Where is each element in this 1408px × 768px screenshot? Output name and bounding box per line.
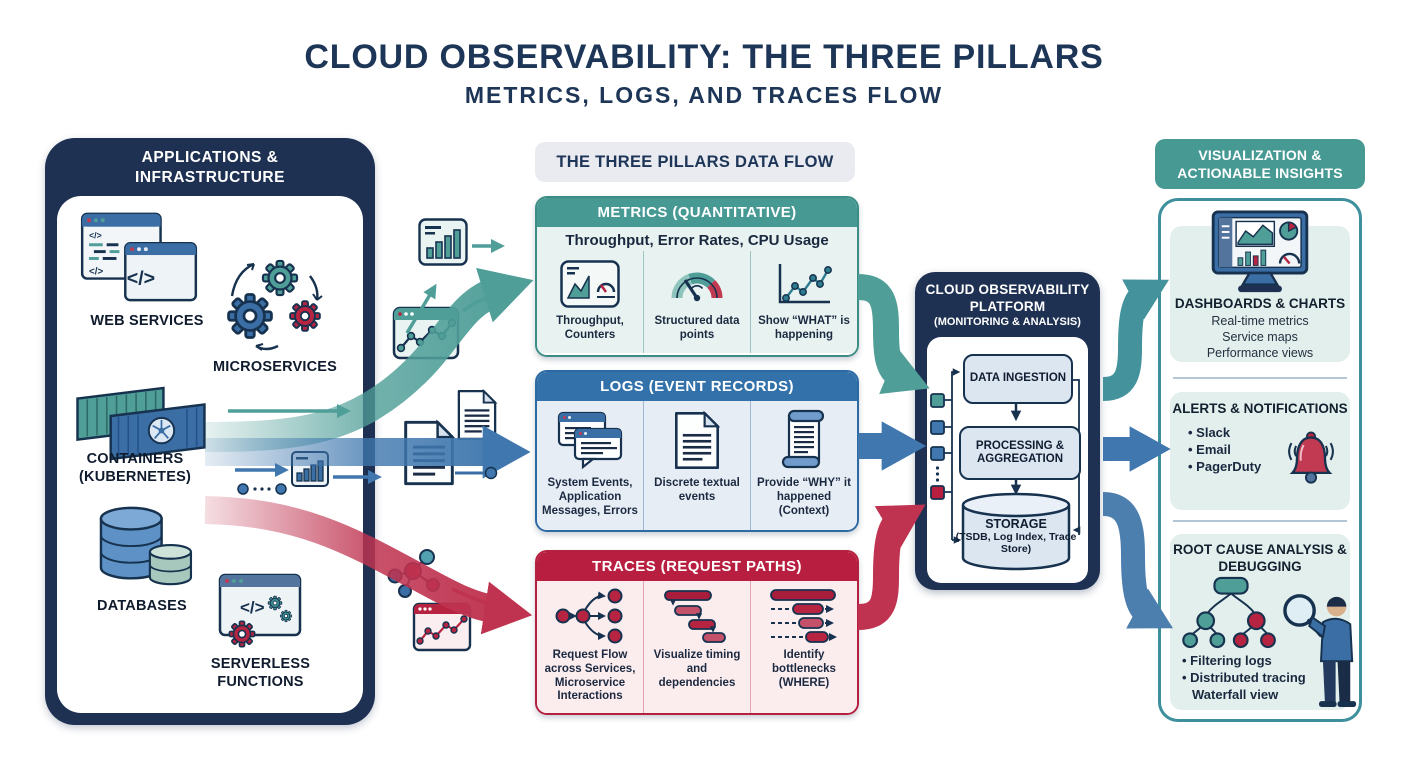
metrics-item-3: Show “WHAT” is happening (758, 315, 850, 341)
platform-subtitle: (MONITORING & ANALYSIS) (934, 316, 1081, 328)
metrics-to-platform-arrow (856, 274, 930, 395)
alerts-bullet-3: PagerDuty (1188, 458, 1350, 475)
platform-to-dashboards-arrow (1102, 279, 1170, 401)
alerts-bullet-1: Slack (1188, 424, 1350, 441)
dashboards-line-1: Real-time metrics (1211, 313, 1309, 328)
platform-to-rootcause-arrow (1101, 492, 1174, 629)
traces-pillar-title: TRACES (REQUEST PATHS) (537, 552, 857, 581)
serverless-functions-icon: </> (212, 572, 307, 652)
insights-divider-1 (1173, 377, 1347, 379)
processing-aggregation-stage: PROCESSING & AGGREGATION (959, 426, 1081, 480)
log-document-icon (402, 418, 456, 488)
metrics-bar-chart-icon (418, 218, 468, 266)
containers-icon (70, 370, 210, 461)
serverless-functions-label: SERVERLESS FUNCTIONS (210, 656, 311, 691)
bottleneck-bars-icon (769, 585, 839, 647)
system-events-icon (557, 405, 623, 475)
page-title: CLOUD OBSERVABILITY: THE THREE PILLARS (304, 38, 1104, 76)
alerts-title: ALERTS & NOTIFICATIONS (1172, 401, 1348, 416)
insights-header: VISUALIZATION & ACTIONABLE INSIGHTS (1155, 139, 1365, 189)
alert-bell-icon (1284, 428, 1338, 488)
root-cause-bullet-1: Filtering logs (1182, 652, 1350, 669)
metrics-line-chart-window-icon (392, 306, 460, 360)
flow-header: THE THREE PILLARS DATA FLOW (535, 142, 855, 182)
insights-divider-2 (1173, 520, 1347, 522)
logs-item-1: System Events, Application Messages, Err… (542, 477, 638, 517)
panel-bar-chart-icon (291, 451, 329, 487)
storage-stage: STORAGE (TSDB, Log Index, Trace Store) (955, 517, 1077, 556)
timing-gantt-icon (663, 585, 731, 647)
root-cause-title: ROOT CAUSE ANALYSIS & DEBUGGING (1173, 542, 1347, 574)
logs-item-2: Discrete textual events (654, 477, 740, 503)
metrics-pillar: METRICS (QUANTITATIVE) Throughput, Error… (535, 196, 859, 357)
traces-item-2: Visualize timing and dependencies (653, 649, 741, 689)
alerts-bullet-2: Email (1188, 441, 1350, 458)
trend-line-icon (774, 255, 834, 313)
microservices-label: MICROSERVICES (213, 359, 337, 375)
metrics-item-2: Structured data points (654, 315, 740, 341)
applications-infrastructure-header: APPLICATIONS & INFRASTRUCTURE (135, 149, 285, 187)
dashboards-title: DASHBOARDS & CHARTS (1174, 296, 1346, 311)
gauge-icon (665, 255, 729, 313)
traces-item-3: Identify bottlenecks (WHERE) (772, 649, 836, 689)
page-subtitle: METRICS, LOGS, AND TRACES FLOW (464, 82, 944, 108)
context-scroll-icon (779, 405, 829, 475)
logs-pillar: LOGS (EVENT RECORDS) (535, 370, 859, 532)
dashboards-line-3: Performance views (1206, 346, 1314, 361)
databases-label: DATABASES (97, 598, 187, 614)
logs-pillar-title: LOGS (EVENT RECORDS) (537, 372, 857, 401)
data-ingestion-stage: DATA INGESTION (963, 354, 1073, 404)
dashboard-monitor-icon (1205, 210, 1315, 296)
logs-item-3: Provide “WHY” it happened (Context) (757, 477, 851, 517)
svg-text:</>: </> (89, 230, 102, 240)
log-document-small-icon (456, 388, 498, 442)
metrics-subtitle: Throughput, Error Rates, CPU Usage (565, 232, 829, 249)
microservices-icon (220, 250, 330, 354)
throughput-counters-icon (560, 255, 620, 313)
svg-text:</>: </> (240, 598, 265, 617)
traces-item-1: Request Flow across Services, Microservi… (544, 649, 636, 703)
web-services-icon: </> </> </> (80, 208, 198, 306)
svg-text:</>: </> (127, 267, 155, 289)
traces-to-platform-arrow (857, 504, 926, 630)
svg-text:</>: </> (89, 267, 103, 278)
trace-line-chart-window-icon (412, 602, 472, 652)
traces-pillar: TRACES (REQUEST PATHS) (535, 550, 859, 715)
root-cause-tree-icon (1178, 576, 1284, 649)
debugging-person-magnifier-icon (1282, 585, 1360, 712)
containers-label: CONTAINERS (KUBERNETES) (79, 451, 191, 486)
dashboards-line-2: Service maps (1222, 330, 1298, 345)
request-flow-icon (554, 585, 626, 647)
web-services-label: WEB SERVICES (90, 313, 204, 329)
metrics-item-1: Throughput, Counters (556, 315, 624, 341)
root-cause-extra-line: Waterfall view (1192, 687, 1279, 703)
textual-events-document-icon (673, 405, 721, 475)
databases-icon (92, 503, 197, 593)
metrics-pillar-title: METRICS (QUANTITATIVE) (537, 198, 857, 227)
trace-graph-icon (380, 540, 446, 602)
root-cause-bullet-2: Distributed tracing (1182, 669, 1350, 686)
